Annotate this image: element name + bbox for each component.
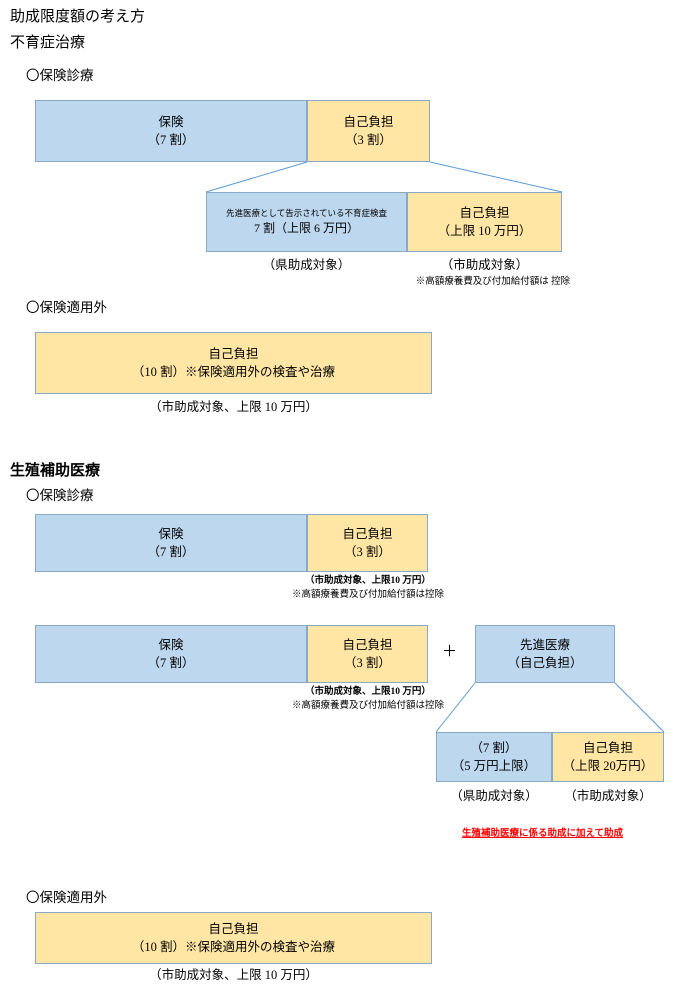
note-deduction-3: ※高額療養費及び付加給付額は控除 [291,701,444,711]
caption-city-subsidy-limit-1: （市助成対象、上限 10 万円） [149,400,318,414]
note-additional-subsidy: 生殖補助医療に係る助成に加えて助成 [462,829,624,839]
box-line-2: （10 割）※保険適用外の検査や治療 [131,365,336,379]
box-line-1: 保険 [158,114,184,129]
box-advanced-medical-test: 先進医療として告示されている不育症検査 7 割（上限 6 万円） [206,192,407,252]
box-insurance-fuikusho: 保険 （7 割） [35,100,307,162]
caption-city-subsidy-3: （市助成対象、上限10 万円） [305,687,431,697]
box-line-2: （7 割） [147,545,195,559]
box-line-1: 自己負担 [208,921,259,936]
box-insurance-seishoku-2: 保険 （7 割） [35,625,307,683]
box-line-2: （7 割） [147,656,195,670]
caption-prefecture-subsidy-2: （県助成対象） [450,789,538,803]
box-line-2: （7 割） [147,133,195,147]
box-line-1: （7 割） [470,740,518,755]
box-self-pay-seishoku-1: 自己負担 （3 割） [307,514,428,572]
subhead-hoken-shinryo-1: 〇保険診療 [26,68,94,83]
subhead-hoken-tekiyougai-2: 〇保険適用外 [26,890,107,905]
box-line-2: （10 割）※保険適用外の検査や治療 [131,940,336,954]
box-line-1: 先進医療 [519,637,570,652]
box-line-2: （3 割） [344,656,391,670]
box-advanced-medical-seishoku: 先進医療 （自己負担） [475,625,615,683]
section-heading-seishoku: 生殖補助医療 [10,463,101,479]
document-title: 助成限度額の考え方 [10,9,146,25]
subhead-hoken-shinryo-2: 〇保険診療 [26,488,94,503]
note-deduction-2: ※高額療養費及び付加給付額は控除 [291,590,444,600]
box-line-1: 自己負担 [208,346,259,361]
box-self-pay-advanced: 自己負担 （上限 10 万円） [407,192,562,252]
caption-city-subsidy-limit-2: （市助成対象、上限 10 万円） [149,968,318,982]
caption-city-subsidy-2: （市助成対象、上限10 万円） [305,576,431,586]
plus-sign: ＋ [442,644,458,660]
box-line-2: 7 割（上限 6 万円） [253,221,359,236]
box-line-2: （3 割） [344,545,391,559]
box-line-1: 自己負担 [342,637,393,652]
box-line-1: 自己負担 [342,526,393,541]
box-line-1: 自己負担 [582,740,633,755]
box-line-1: 保険 [158,526,184,541]
box-advanced-insurance-portion: （7 割） （5 万円上限） [436,732,552,782]
note-deduction-1: ※高額療養費及び付加給付額は 控除 [415,277,571,287]
box-line-1: 自己負担 [343,114,394,129]
box-advanced-self-pay-portion: 自己負担 （上限 20万円） [552,732,664,782]
box-self-pay-seishoku-2: 自己負担 （3 割） [307,625,428,683]
caption-city-subsidy-4: （市助成対象） [564,789,652,803]
box-line-1: 保険 [158,637,184,652]
box-self-pay-out-of-insurance-2: 自己負担 （10 割）※保険適用外の検査や治療 [35,912,432,964]
box-line-2: （上限 20万円） [562,759,654,773]
caption-city-subsidy-1: （市助成対象） [440,258,529,272]
box-self-pay-out-of-insurance-1: 自己負担 （10 割）※保険適用外の検査や治療 [35,332,432,394]
box-line-2: （上限 10 万円） [437,224,532,238]
box-line-1: 自己負担 [459,205,510,220]
box-insurance-seishoku-1: 保険 （7 割） [35,514,307,572]
box-line-1: 先進医療として告示されている不育症検査 [226,207,387,218]
subhead-hoken-tekiyougai-1: 〇保険適用外 [26,300,107,315]
box-line-2: （自己負担） [507,656,583,670]
caption-prefecture-subsidy-1: （県助成対象） [262,258,351,272]
box-line-2: （3 割） [345,133,392,147]
section-heading-fuikusho: 不育症治療 [10,35,86,51]
box-self-pay-fuikusho: 自己負担 （3 割） [307,100,430,162]
box-line-2: （5 万円上限） [451,759,537,773]
